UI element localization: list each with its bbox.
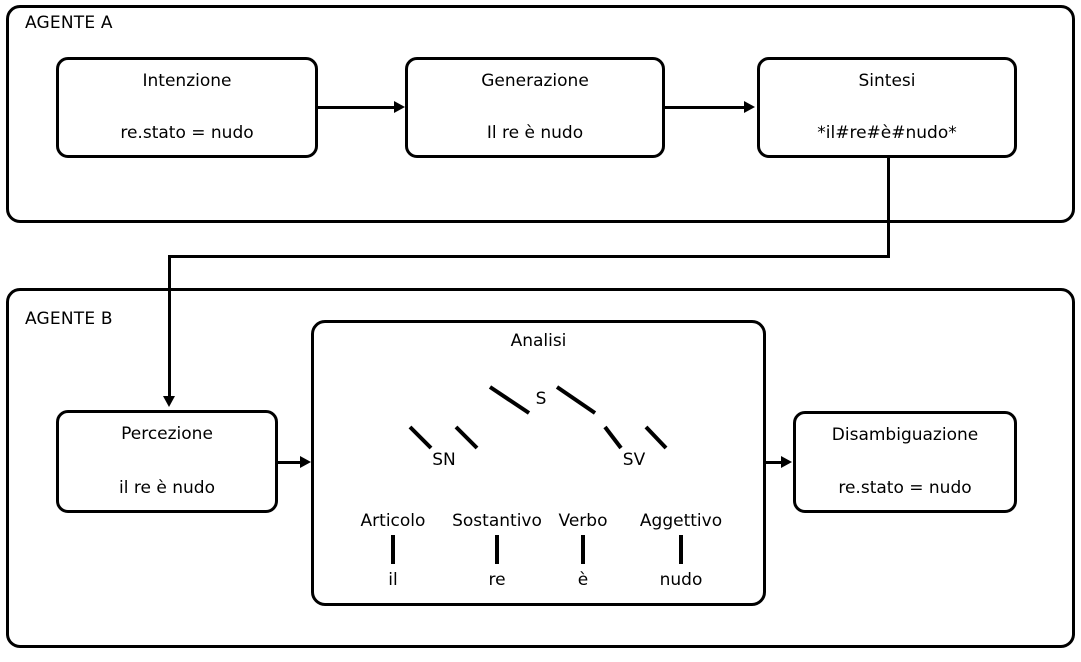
- node-sintesi[interactable]: Sintesi *il#re#è#nudo*: [757, 57, 1017, 158]
- arrow-analisi-to-disambiguazione-head: [781, 456, 792, 468]
- node-intenzione[interactable]: Intenzione re.stato = nudo: [56, 57, 318, 158]
- agent-b-container: [6, 288, 1075, 648]
- arrow-intenzione-to-generazione-head: [394, 101, 405, 113]
- agent-a-container: [6, 5, 1075, 223]
- node-generazione[interactable]: Generazione Il re è nudo: [405, 57, 665, 158]
- tree-leaf-il: il: [388, 570, 398, 590]
- arrow-analisi-to-disambiguazione-shaft: [766, 461, 784, 464]
- channel-sintesi-down: [887, 158, 890, 258]
- arrow-percezione-to-analisi-head: [300, 456, 311, 468]
- arrow-generazione-to-sintesi-shaft: [665, 106, 745, 109]
- tree-leaf-e: è: [577, 570, 589, 590]
- node-sintesi-value: *il#re#è#nudo*: [817, 123, 957, 143]
- node-generazione-title: Generazione: [481, 71, 589, 91]
- node-sintesi-title: Sintesi: [858, 71, 916, 91]
- arrow-generazione-to-sintesi-head: [744, 101, 755, 113]
- node-percezione-value: il re è nudo: [119, 478, 215, 498]
- tree-leaf-nudo: nudo: [659, 570, 703, 590]
- parse-tree-edges: [391, 385, 683, 564]
- node-generazione-value: Il re è nudo: [486, 123, 584, 143]
- tree-node-sn: SN: [432, 450, 456, 470]
- tree-node-pos-verbo: Verbo: [558, 511, 608, 531]
- parse-tree: S SN SV Articolo Sostantivo Verbo Aggett…: [314, 323, 769, 609]
- tree-node-pos-sostantivo: Sostantivo: [452, 511, 542, 531]
- channel-arrow-head-percezione: [163, 396, 175, 407]
- node-intenzione-value: re.stato = nudo: [120, 123, 254, 143]
- tree-node-s: S: [535, 389, 547, 409]
- panel-analisi[interactable]: Analisi S SN SV Ar: [311, 320, 766, 606]
- arrow-intenzione-to-generazione-shaft: [318, 106, 396, 109]
- channel-down-to-percezione: [168, 255, 171, 399]
- tree-node-pos-aggettivo: Aggettivo: [639, 511, 723, 531]
- node-disambiguazione-value: re.stato = nudo: [838, 478, 972, 498]
- node-intenzione-title: Intenzione: [142, 71, 232, 91]
- panel-analisi-title: Analisi: [510, 331, 567, 351]
- channel-cross-horizontal: [168, 255, 890, 258]
- arrow-percezione-to-analisi-shaft: [278, 461, 302, 464]
- tree-node-sv: SV: [622, 450, 646, 470]
- tree-node-pos-articolo: Articolo: [360, 511, 426, 531]
- node-disambiguazione-title: Disambiguazione: [831, 425, 979, 445]
- node-percezione[interactable]: Percezione il re è nudo: [56, 410, 278, 513]
- node-disambiguazione[interactable]: Disambiguazione re.stato = nudo: [793, 411, 1017, 513]
- node-percezione-title: Percezione: [121, 424, 213, 444]
- tree-leaf-re: re: [488, 570, 506, 590]
- agent-a-label: AGENTE A: [25, 13, 113, 33]
- agent-b-label: AGENTE B: [25, 309, 113, 329]
